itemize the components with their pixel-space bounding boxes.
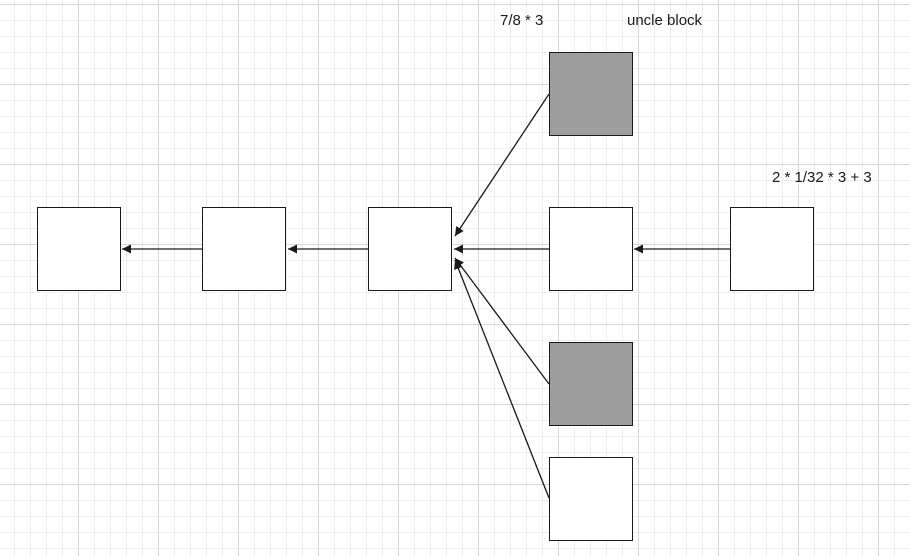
block-5	[730, 207, 814, 291]
edge-uncle-bottom-to-block3	[454, 257, 550, 385]
block-2	[202, 207, 286, 291]
reward-label-uncle-ref: 7/8 * 3	[500, 12, 544, 29]
uncle-block-top	[549, 52, 633, 136]
uncle-block-label: uncle block	[627, 12, 703, 29]
block-3	[368, 207, 452, 291]
block-4	[549, 207, 633, 291]
uncle-block-bottom	[549, 342, 633, 426]
reward-label-nephew: 2 * 1/32 * 3 + 3	[772, 169, 872, 186]
edge-uncle-top-to-block3	[454, 93, 550, 237]
block-bottom	[549, 457, 633, 541]
block-1	[37, 207, 121, 291]
edge-nephew-bottom-to-block3	[454, 259, 550, 499]
